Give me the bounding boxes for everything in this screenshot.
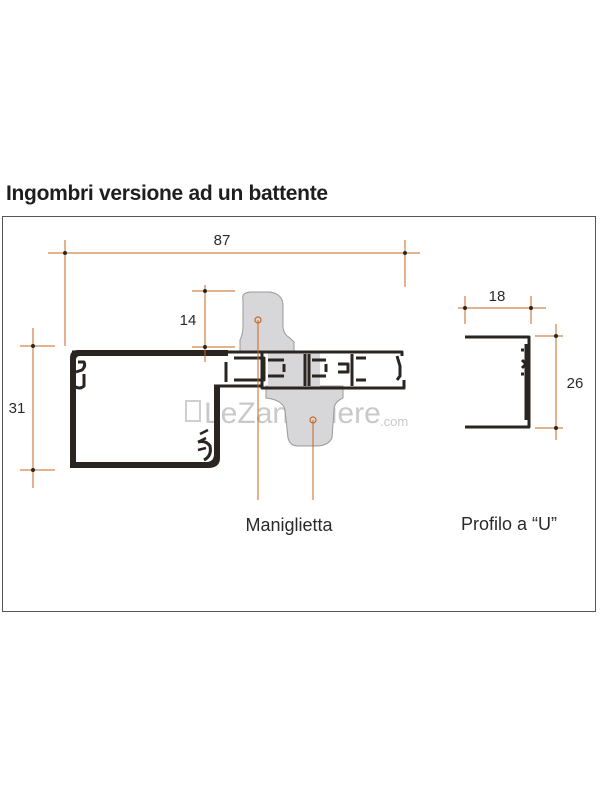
dimension-u-width: 18 (489, 288, 506, 305)
dimension-frame-height: 31 (9, 400, 26, 417)
watermark-suffix: .com (380, 414, 408, 429)
handle-piece (239, 291, 344, 447)
drawing-frame (2, 216, 596, 612)
dimension-overall-width: 87 (214, 232, 231, 249)
u-profile-callout-label: Profilo a “U” (461, 514, 557, 534)
callout-markers (254, 316, 317, 424)
dimension-ticks (31, 251, 558, 472)
dimension-lines (20, 240, 563, 500)
handle-callout-label: Maniglietta (245, 515, 333, 535)
interlock-profile (230, 350, 406, 390)
diagram-title: Ingombri versione ad un battente (6, 182, 328, 205)
u-profile (465, 335, 531, 429)
dimension-u-height: 26 (567, 375, 584, 392)
frame-profile (70, 350, 262, 468)
dimension-handle-height: 14 (180, 312, 197, 329)
